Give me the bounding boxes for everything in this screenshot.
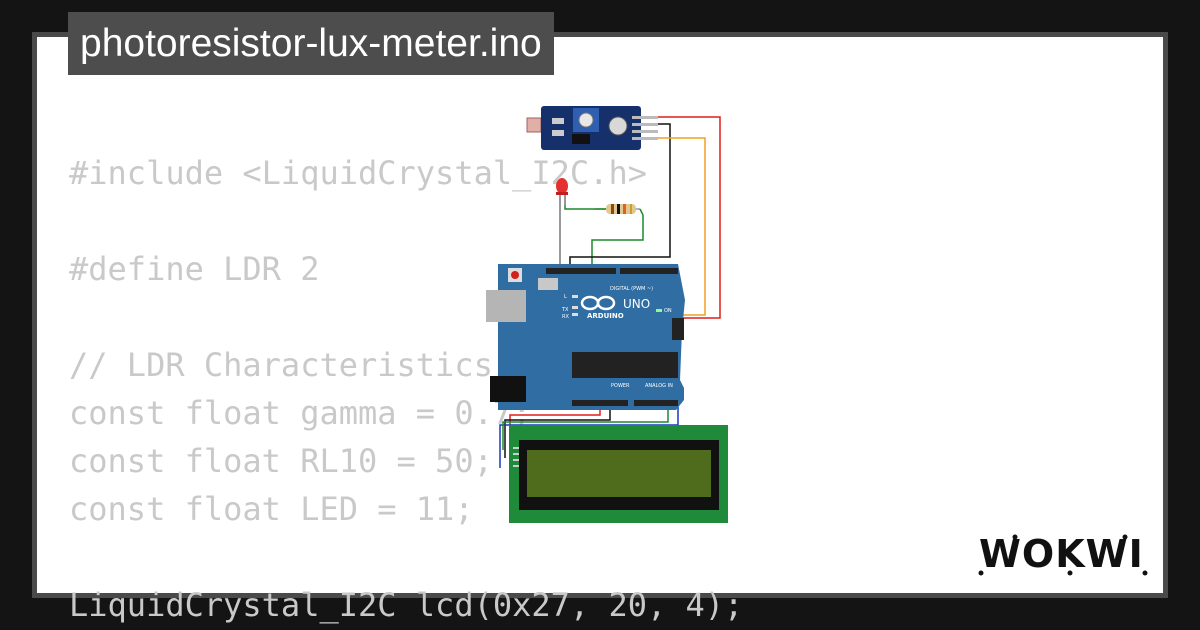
code-line xyxy=(69,533,743,581)
usb-port xyxy=(486,290,526,322)
microcontroller-chip xyxy=(572,352,678,378)
lcd-display xyxy=(509,425,728,523)
power-label: POWER xyxy=(611,383,630,389)
analog-label: ANALOG IN xyxy=(645,383,673,389)
tx-label: TX xyxy=(561,307,569,313)
resistor xyxy=(595,204,640,214)
code-line: #include <LiquidCrystal_I2C.h> xyxy=(69,154,647,192)
code-line: LiquidCrystal_I2C lcd(0x27, 20, 4); xyxy=(69,586,744,624)
power-jack xyxy=(490,376,526,402)
red-led xyxy=(556,178,568,268)
circuit-diagram: ARDUINO UNO DIGITAL (PWM ~) POWER ANALOG… xyxy=(486,106,728,523)
reset-button xyxy=(511,271,519,279)
code-line: // LDR Characteristics xyxy=(69,346,493,384)
wokwi-logo-text: WOKWI xyxy=(979,532,1144,576)
digital-label: DIGITAL (PWM ~) xyxy=(610,286,653,292)
project-filename: photoresistor-lux-meter.ino xyxy=(68,12,554,75)
code-line: const float gamma = 0.7; xyxy=(69,394,532,432)
arduino-model: UNO xyxy=(623,297,650,311)
code-line: const float LED = 11; xyxy=(69,490,474,528)
code-preview: #include <LiquidCrystal_I2C.h> #define LD… xyxy=(69,149,743,629)
rx-label: RX xyxy=(562,314,569,320)
code-line: const float RL10 = 50; xyxy=(69,442,493,480)
arduino-brand: ARDUINO xyxy=(587,312,624,320)
lcd-screen xyxy=(527,450,711,497)
on-label: ON xyxy=(664,308,672,314)
arduino-uno-board: ARDUINO UNO DIGITAL (PWM ~) POWER ANALOG… xyxy=(486,264,685,410)
code-line: #define LDR 2 xyxy=(69,250,320,288)
photoresistor-module xyxy=(526,106,658,150)
l-label: L xyxy=(564,294,567,300)
arduino-logo xyxy=(580,295,616,311)
wokwi-logo: WOKWI xyxy=(978,532,1148,576)
